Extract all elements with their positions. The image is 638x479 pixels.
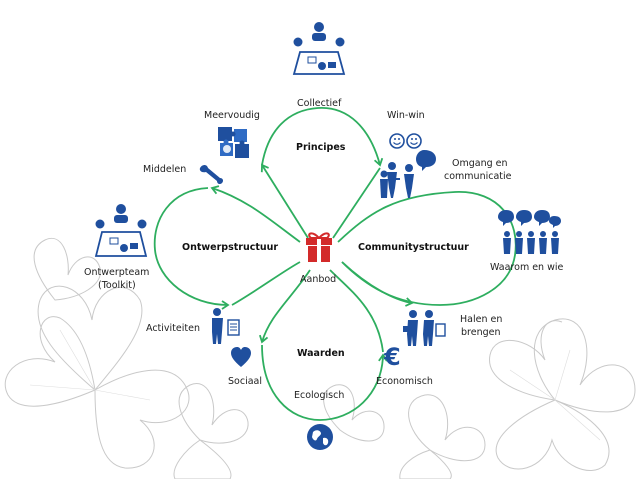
label-activiteiten: Activiteiten: [146, 323, 200, 334]
meeting-table-icon: [292, 22, 346, 75]
section-title-bottom: Waarden: [297, 348, 345, 359]
loop-left: [153, 185, 301, 310]
people-talking-icon: [380, 150, 436, 198]
label-sociaal: Sociaal: [228, 376, 262, 387]
label-ecologisch: Ecologisch: [294, 390, 344, 401]
clover-decoration-right: [323, 318, 636, 479]
gift-icon: [306, 232, 332, 262]
label-collectief: Collectief: [297, 98, 342, 109]
label-halen-line2: brengen: [461, 327, 501, 338]
crowd-speech-icon: [498, 210, 561, 254]
loop-right: [337, 191, 517, 307]
loop-bottom: [259, 269, 388, 421]
ontwerpteam-icon: [94, 204, 148, 257]
wrench-icon: [199, 165, 224, 185]
label-meervoudig: Meervoudig: [204, 110, 260, 121]
label-middelen: Middelen: [143, 164, 186, 175]
people-exchanging-icon: [403, 310, 446, 346]
loop-top: [260, 107, 384, 239]
globe-icon: [307, 424, 333, 450]
label-ontwerpteam-line1: Ontwerpteam: [84, 267, 149, 278]
euro-icon: €: [383, 343, 401, 371]
svg-text:€: €: [383, 343, 401, 371]
label-halen-line1: Halen en: [460, 314, 502, 325]
label-winwin: Win-win: [387, 110, 425, 121]
smiley-faces-icon: [389, 133, 422, 149]
label-omgang-line2: communicatie: [444, 171, 512, 182]
clover-decoration-left: [4, 237, 249, 479]
label-waarom: Waarom en wie: [490, 262, 564, 273]
heart-icon: [231, 347, 251, 367]
label-ontwerpteam-line2: (Toolkit): [98, 280, 136, 291]
person-with-list-icon: [212, 308, 240, 344]
puzzle-icon: [218, 127, 249, 158]
section-title-right: Communitystructuur: [358, 242, 469, 253]
label-economisch: Economisch: [376, 376, 433, 387]
section-title-left: Ontwerpstructuur: [182, 242, 278, 253]
section-title-top: Principes: [296, 142, 346, 153]
label-omgang-line1: Omgang en: [452, 158, 508, 169]
center-label: Aanbod: [300, 274, 336, 285]
